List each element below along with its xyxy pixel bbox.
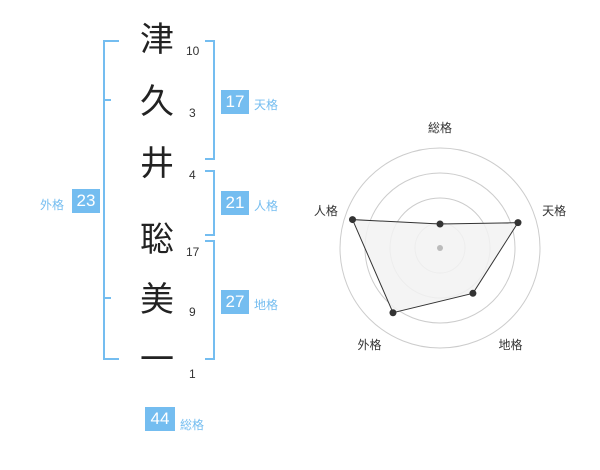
radar-center-dot <box>437 245 443 251</box>
radar-label-3: 地格 <box>499 337 523 352</box>
gaikaku-value: 23 <box>72 189 100 213</box>
stroke-count-3: 4 <box>189 168 196 182</box>
gaikaku-bracket <box>103 40 119 360</box>
radar-label-2: 天格 <box>542 203 566 218</box>
gaikaku-tick-top <box>105 99 111 101</box>
name-char-1: 津 <box>140 20 174 60</box>
stroke-count-1: 10 <box>186 44 200 58</box>
name-char-5: 美 <box>140 280 174 320</box>
name-char-2: 久 <box>140 82 174 122</box>
radar-label-5: 人格 <box>314 203 338 218</box>
radar-point-3 <box>469 289 477 297</box>
radar-polygon <box>351 219 519 314</box>
chikaku-label: 地格 <box>254 298 279 312</box>
tenkaku-label: 天格 <box>254 98 279 112</box>
radar-point-5 <box>349 216 357 224</box>
stroke-count-2: 3 <box>189 106 196 120</box>
jinkaku-bracket <box>205 170 215 236</box>
gaikaku-tick-bottom <box>105 297 111 299</box>
radar-grid-ring <box>339 147 541 349</box>
radar-label-1: 総格 <box>428 120 452 135</box>
radar-point-2 <box>514 219 522 227</box>
soukaku-label: 総格 <box>180 418 205 432</box>
radar-points <box>349 216 522 317</box>
jinkaku-label: 人格 <box>254 199 279 213</box>
radar-label-4: 外格 <box>357 337 381 352</box>
radar-point-1 <box>436 220 444 228</box>
radar-point-4 <box>389 309 397 317</box>
stroke-count-4: 17 <box>186 245 200 259</box>
gaikaku-label: 外格 <box>40 198 65 212</box>
name-char-4: 聡 <box>140 220 174 260</box>
name-char-6: 一 <box>140 340 174 380</box>
name-char-3: 井 <box>140 144 174 184</box>
tenkaku-bracket <box>205 40 215 160</box>
stroke-count-5: 9 <box>189 305 196 319</box>
jinkaku-value: 21 <box>221 191 249 215</box>
stroke-count-6: 1 <box>189 367 196 381</box>
chikaku-bracket <box>205 240 215 360</box>
chikaku-value: 27 <box>221 290 249 314</box>
tenkaku-value: 17 <box>221 90 249 114</box>
soukaku-value: 44 <box>145 407 175 431</box>
